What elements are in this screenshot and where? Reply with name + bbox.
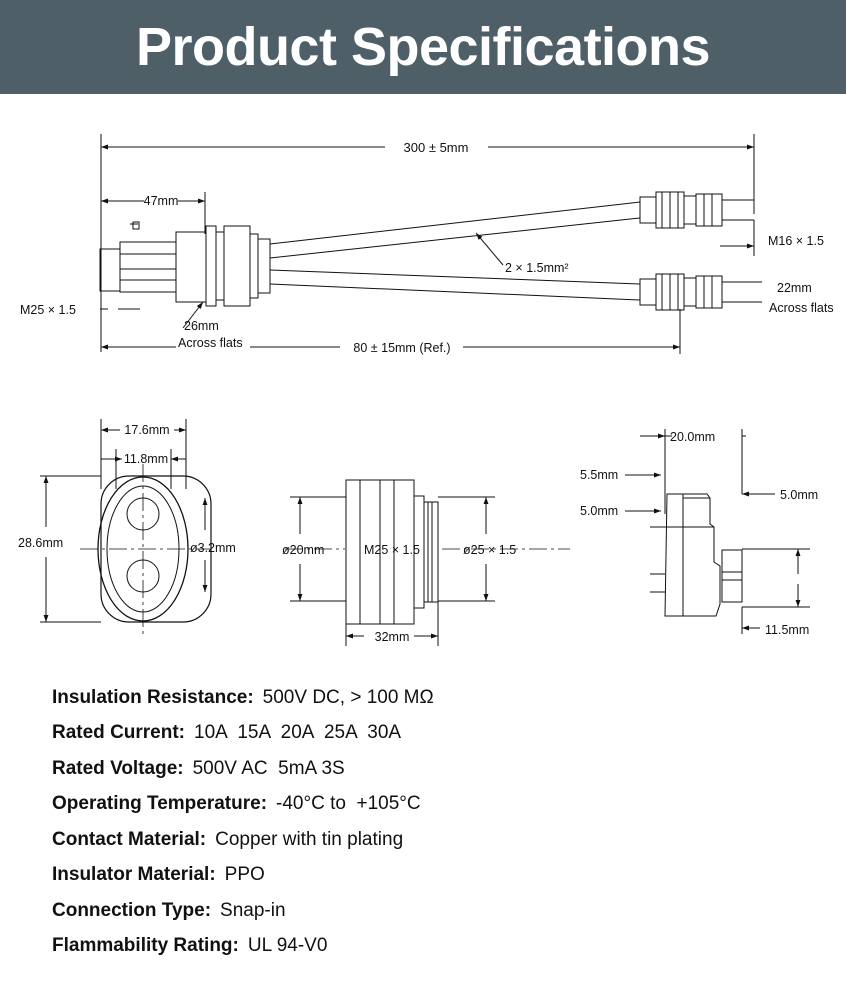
spec-list: Insulation Resistance:500V DC, > 100 MΩ …	[52, 680, 812, 964]
thread-right-label: M16 × 1.5	[768, 234, 824, 248]
spec-row: Flammability Rating: UL 94-V0	[52, 929, 812, 965]
spec-label: Operating Temperature:	[52, 793, 268, 815]
spec-value: Snap-in	[220, 899, 286, 921]
spec-row: Operating Temperature: -40°C to +105°C	[52, 787, 812, 823]
front-width-outer-label: 17.6mm	[124, 423, 169, 437]
overall-length-label: 300 ± 5mm	[404, 140, 469, 155]
front-height-label: 28.6mm	[18, 536, 63, 550]
spec-value: 500V AC 5mA 3S	[192, 757, 345, 779]
end-width-label: 20.0mm	[670, 430, 715, 444]
spec-label: Rated Current:	[52, 722, 186, 744]
thread-left-label: M25 × 1.5	[20, 303, 76, 317]
spec-row: Rated Voltage: 500V AC 5mA 3S	[52, 751, 812, 787]
side-view	[285, 479, 570, 646]
technical-drawing: 300 ± 5mm 47mm 2 × 1.5mm² M16 × 1.5 22mm…	[18, 134, 834, 646]
spec-row: Insulator Material: PPO	[52, 858, 812, 894]
spec-row: Connection Type: Snap-in	[52, 893, 812, 929]
spec-label: Connection Type:	[52, 899, 212, 921]
spec-value: Copper with tin plating	[215, 828, 404, 850]
spec-label: Insulation Resistance:	[52, 686, 254, 708]
front-width-inner-label: 11.8mm	[124, 452, 168, 466]
flats-left-value: 26mm	[184, 319, 219, 333]
side-thread-label: M25 × 1.5	[364, 543, 420, 557]
spec-row: Insulation Resistance: 500V DC, > 100 MΩ	[52, 680, 812, 716]
end-dim-a-label: 5.5mm	[580, 468, 618, 482]
page-title: Product Specifications	[135, 17, 711, 77]
end-dim-b-label: 5.0mm	[580, 504, 618, 518]
page-header: Product Specifications	[0, 0, 846, 94]
front-view	[40, 419, 212, 634]
spec-value: 10A 15A 20A 25A 30A	[194, 722, 402, 744]
spec-row: Rated Current: 10A 15A 20A 25A 30A	[52, 716, 812, 752]
spec-value: PPO	[224, 864, 265, 886]
spec-label: Insulator Material:	[52, 864, 216, 886]
wire-spec-label: 2 × 1.5mm²	[505, 261, 569, 275]
side-dia-left-label: ø20mm	[282, 543, 324, 557]
spec-label: Contact Material:	[52, 828, 207, 850]
spec-value: UL 94-V0	[247, 935, 328, 957]
end-dim-c-label: 5.0mm	[780, 488, 818, 502]
spec-value: 500V DC, > 100 MΩ	[262, 686, 434, 708]
end-dim-d-label: 11.5mm	[765, 623, 809, 637]
flats-right-value: 22mm	[777, 281, 812, 295]
front-hole-dia-label: ø3.2mm	[190, 541, 236, 555]
flats-right-label: Across flats	[769, 301, 834, 315]
body-length-label: 47mm	[144, 194, 179, 208]
ref-length-label: 80 ± 15mm (Ref.)	[353, 341, 450, 355]
flats-left-label: Across flats	[178, 336, 243, 350]
spec-label: Flammability Rating:	[52, 935, 239, 957]
spec-row: Contact Material: Copper with tin plating	[52, 822, 812, 858]
side-dia-right-label: ø25 × 1.5	[463, 543, 516, 557]
end-view	[625, 429, 810, 634]
side-length-label: 32mm	[375, 630, 410, 644]
top-view	[99, 134, 762, 354]
spec-label: Rated Voltage:	[52, 757, 184, 779]
spec-value: -40°C to +105°C	[276, 793, 421, 815]
